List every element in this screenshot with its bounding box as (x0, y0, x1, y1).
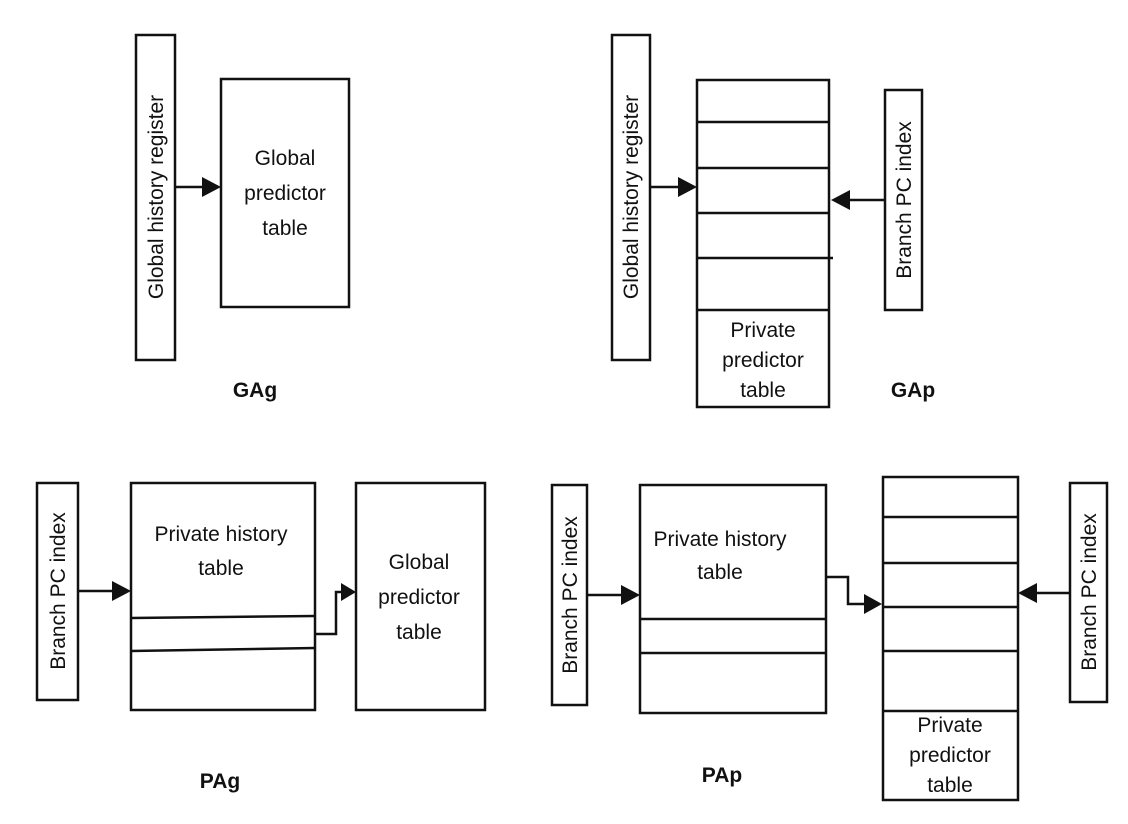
pag-table-text: Global (389, 551, 450, 574)
gap-label: GAp (891, 379, 935, 402)
gag-scheme: Global history register Global predictor… (134, 33, 351, 402)
pap-index-left-label: Branch PC index (559, 516, 582, 674)
pag-private-history-table (129, 481, 317, 712)
gap-table-text: Private (730, 319, 795, 342)
gag-global-predictor-table (219, 77, 351, 309)
gap-index-label: Branch PC index (893, 121, 916, 279)
arrowhead-icon (621, 585, 640, 605)
gag-table-text: predictor (244, 182, 326, 205)
pag-history-arrow (315, 590, 342, 636)
pag-scheme: Branch PC index Private history table Gl… (35, 481, 487, 793)
gap-register-label: Global history register (620, 95, 643, 299)
arrowhead-icon (202, 177, 221, 197)
gap-scheme: Global history register Private predicto… (610, 33, 935, 409)
arrowhead-icon (864, 594, 882, 614)
gap-table-text: table (740, 379, 786, 402)
gap-private-predictor-table (695, 78, 831, 409)
pap-table-text: predictor (909, 744, 991, 767)
arrowhead-icon (112, 581, 131, 601)
pap-history-arrow (826, 575, 866, 606)
pap-label: PAp (702, 764, 742, 787)
arrowhead-icon (678, 177, 697, 197)
pap-history-text: Private history (653, 528, 787, 551)
pag-history-text: table (198, 557, 244, 580)
gag-table-text: table (262, 217, 308, 240)
gap-branch-pc-index (883, 88, 924, 312)
pag-branch-pc-index (35, 481, 80, 702)
pap-private-predictor-table (881, 475, 1020, 802)
table-row-divider (130, 614, 316, 620)
pag-table-text: predictor (378, 586, 460, 609)
pap-table-text: Private (917, 714, 982, 737)
pag-label: PAg (200, 770, 240, 793)
gag-table-text: Global (255, 147, 316, 170)
pap-private-history-table (638, 483, 828, 715)
pap-table-text: table (927, 774, 973, 797)
pag-history-text: Private history (154, 523, 288, 546)
gag-label: GAg (233, 379, 277, 402)
pag-global-predictor-table (354, 481, 487, 712)
gap-table-text: predictor (722, 349, 804, 372)
arrowhead-icon (341, 583, 356, 601)
gag-register-label: Global history register (145, 95, 168, 299)
pag-table-text: table (396, 621, 442, 644)
pap-history-text: table (697, 561, 743, 584)
gag-global-history-register (134, 33, 177, 362)
arrowhead-icon (831, 190, 850, 210)
table-row-divider (130, 646, 316, 653)
pap-index-right-label: Branch PC index (1078, 513, 1101, 671)
pag-index-label: Branch PC index (47, 512, 70, 670)
arrowhead-icon (1018, 583, 1037, 603)
gap-global-history-register (610, 33, 652, 362)
pap-scheme: Branch PC index Private history table Pr… (550, 475, 1109, 802)
